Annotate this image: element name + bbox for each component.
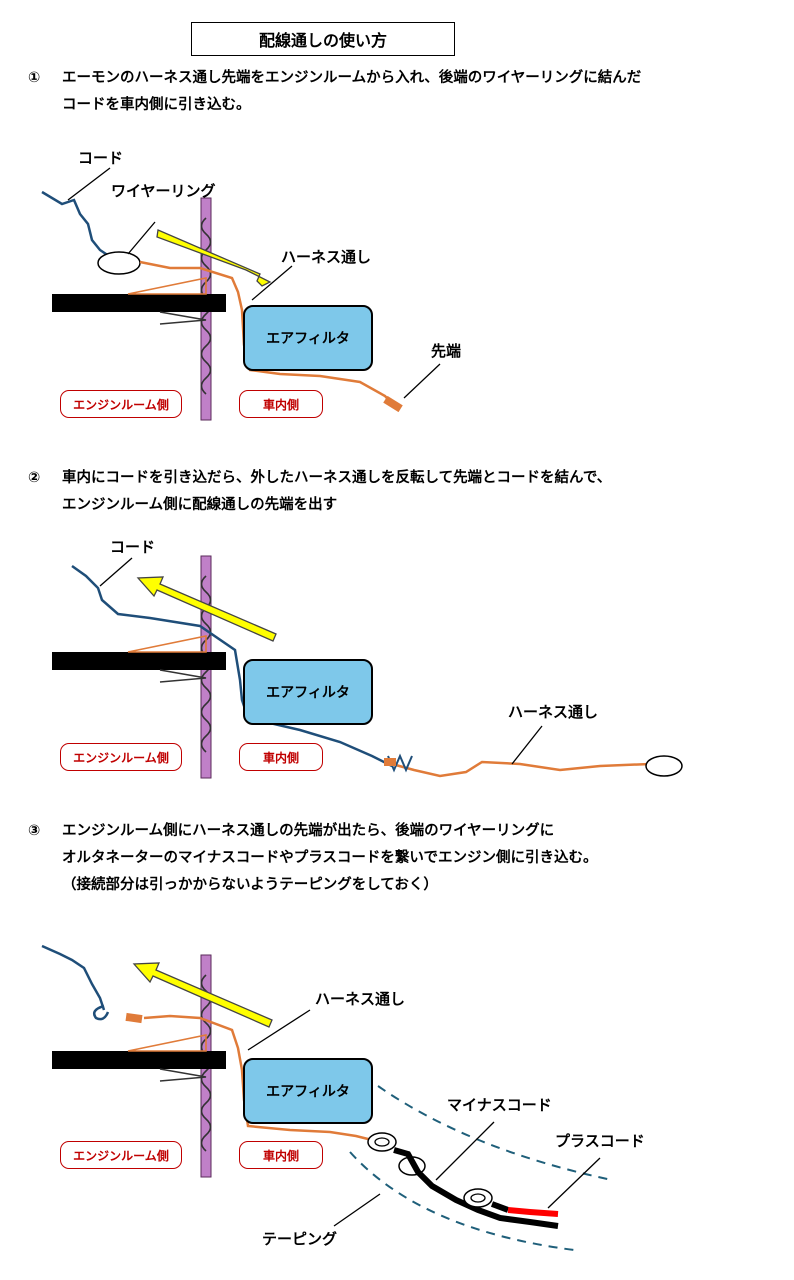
diagram-3-minus-cord [393,1147,559,1229]
diagram-2 [51,555,683,779]
diagram-2-arrow-harness [511,725,543,765]
diagram-1-harness-tip [383,395,403,413]
d1-label-tip: 先端 [431,342,462,360]
diagram-2-arrow-cord [99,557,133,587]
d2-label-harness: ハーネス通し [508,703,599,721]
diagram-2-cord-line [71,564,393,768]
d1-engine-side-label: エンジンルーム側 [60,390,182,418]
d3-engine-side-label: エンジンルーム側 [60,1141,182,1169]
diagram-3-plus-cord [507,1207,559,1217]
diagram-2-harness-tip [384,758,396,766]
diagram-1-cord-line [41,190,113,260]
diagram-2-direction-arrow [136,576,277,642]
d3-label-minus-cord: マイナスコード [447,1096,552,1114]
diagram-3-direction-arrow [132,962,273,1028]
d2-air-filter: エアフィルタ [243,659,373,725]
d1-label-harness: ハーネス通し [281,248,372,266]
diagram-1 [41,167,441,421]
step-3-number: ③ [28,823,41,839]
d3-air-filter: エアフィルタ [243,1058,373,1124]
diagram-3-cord-line [41,944,106,1011]
diagram-1-wall [51,197,227,421]
d1-label-cord: コード [78,149,124,167]
diagram-1-direction-arrow [156,229,272,287]
diagram-2-wire-ring [645,755,683,777]
step-3-line3: （接続部分は引っかからないようテーピングをしておく） [62,877,438,893]
diagram-1-arrow-cord [67,167,111,201]
d1-label-wire-ring: ワイヤーリング [111,182,216,200]
diagram-3-arrow-plus [547,1157,601,1209]
diagram-3-ring-3-inner [470,1193,486,1203]
step-3-line1: エンジンルーム側にハーネス通しの先端が出たら、後端のワイヤーリングに [62,823,555,839]
diagram-1-wire-ring [97,251,141,275]
d2-label-cord: コード [110,538,156,556]
diagram-3-tape-inner [349,1151,575,1251]
diagram-3-harness-tip [125,1012,143,1024]
step-1-line1: エーモンのハーネス通し先端をエンジンルームから入れ、後端のワイヤーリングに結んだ [62,70,642,86]
diagram-1-arrow-wire-ring [127,221,156,255]
step-1-number: ① [28,70,41,86]
d2-cabin-side-label: 車内側 [239,743,323,771]
d1-air-filter: エアフィルタ [243,305,373,371]
diagram-3-arrow-taping [333,1193,381,1227]
step-2-line1: 車内にコードを引き込だら、外したハーネス通しを反転して先端とコードを結んで、 [62,470,612,486]
step-1-line2: コードを車内側に引き込む。 [62,97,251,113]
diagram-3-arrow-minus [435,1121,495,1181]
diagram-3-tape-outer [377,1085,613,1181]
d3-label-taping: テーピング [262,1230,338,1248]
step-1-text: ① エーモンのハーネス通し先端をエンジンルームから入れ、後端のワイヤーリングに結ん… [28,65,641,119]
step-2-line2: エンジンルーム側に配線通しの先端を出す [62,497,338,513]
diagram-2-harness-line [391,760,651,778]
diagram-3-arrow-harness [247,1009,311,1051]
d3-label-harness: ハーネス通し [315,990,406,1008]
diagram-1-arrow-harness [251,265,293,301]
d3-cabin-side-label: 車内側 [239,1141,323,1169]
d2-engine-side-label: エンジンルーム側 [60,743,182,771]
step-3-text: ③ エンジンルーム側にハーネス通しの先端が出たら、後端のワイヤーリングに オルタネ… [28,818,597,899]
diagram-3-plus-black [490,1201,510,1213]
d1-cabin-side-label: 車内側 [239,390,323,418]
step-3-line2: オルタネーターのマイナスコードやプラスコードを繋いでエンジン側に引き込む。 [62,850,598,866]
page-title: 配線通しの使い方 [191,22,455,56]
diagram-3-ring-1-inner [374,1137,390,1147]
diagram-1-arrow-tip [403,363,441,399]
d3-label-plus-cord: プラスコード [555,1132,645,1150]
step-2-number: ② [28,470,41,486]
diagram-3-cord-loop [93,1004,110,1021]
